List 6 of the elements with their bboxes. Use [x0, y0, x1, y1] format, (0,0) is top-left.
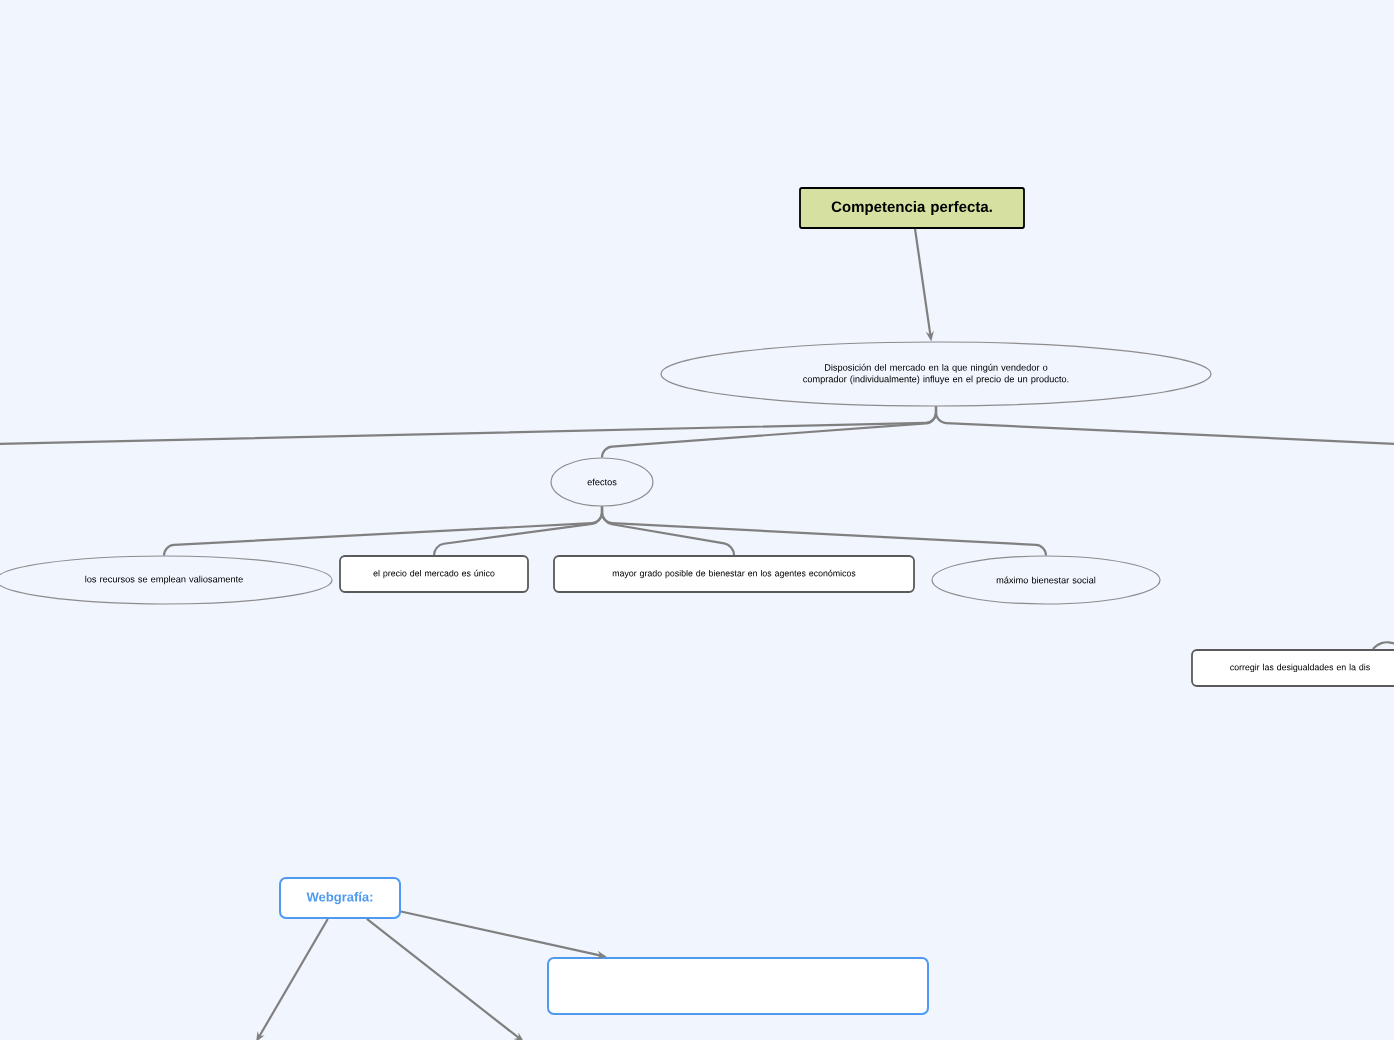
connector	[256, 918, 329, 1040]
connector	[600, 406, 938, 458]
connector	[366, 918, 524, 1040]
connector	[1372, 641, 1394, 650]
connector	[600, 506, 1048, 556]
link-box	[547, 957, 929, 1015]
